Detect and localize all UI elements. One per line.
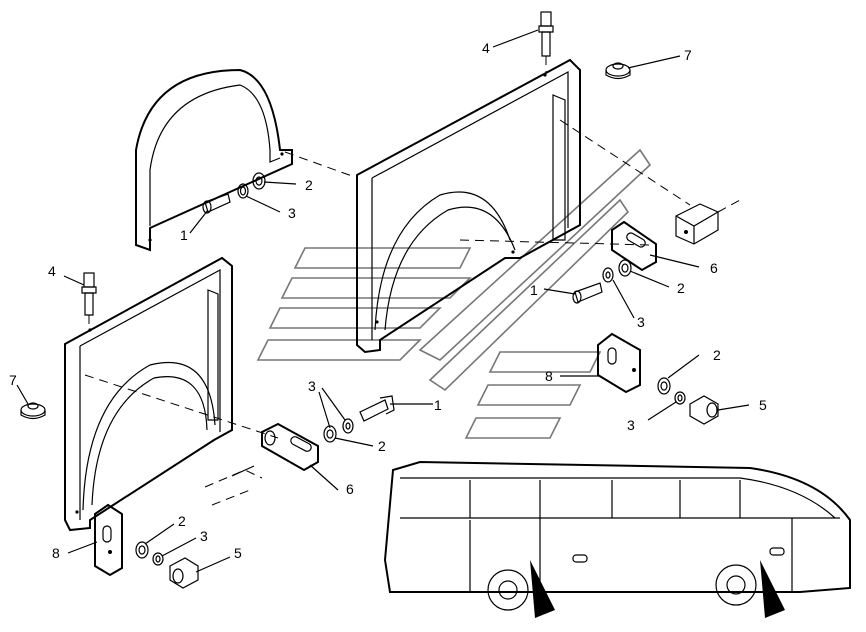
mudguard-panel-lower: [64, 256, 233, 532]
callout-6-upper: 6: [710, 260, 718, 276]
axis-line: [284, 151, 353, 177]
callout-3-right: 3: [627, 417, 635, 433]
socket-screw-right: [689, 395, 719, 425]
callout-2-right: 2: [713, 347, 721, 363]
axis-line: [559, 119, 691, 206]
bolt-lower: [359, 395, 395, 422]
callout-3-upper: 3: [288, 205, 296, 221]
cap-nut-lower: [20, 402, 46, 420]
stud-upper: [538, 11, 554, 74]
callout-1-middle: 1: [530, 282, 538, 298]
callout-1-upper: 1: [180, 227, 188, 243]
callout-2-lower: 2: [378, 438, 386, 454]
arch-bracket-upper: [135, 68, 293, 252]
callout-2-lower-left: 2: [178, 513, 186, 529]
axis-line: [84, 374, 279, 439]
callout-1-lower: 1: [434, 397, 442, 413]
callout-6-lower: 6: [346, 481, 354, 497]
tube-end-lower: [204, 465, 263, 506]
callout-7-upper: 7: [684, 47, 692, 63]
slotted-bracket-upper: [611, 220, 657, 272]
angle-bracket-right: [597, 332, 641, 394]
bolt-upper: [202, 193, 231, 214]
callout-4-upper: 4: [482, 40, 490, 56]
callout-3-lower-left: 3: [200, 528, 208, 544]
mudguard-panel-upper: [356, 58, 581, 354]
bus-illustration: [383, 460, 851, 618]
callout-7-lower: 7: [9, 372, 17, 388]
leader-lines: [16, 29, 750, 573]
callout-8-lower: 8: [52, 545, 60, 561]
watermark-logo: [256, 148, 652, 439]
washers-lower-left: [135, 541, 164, 566]
callout-5-right: 5: [759, 397, 767, 413]
callout-numbers: 1 2 3 4 7 1 2 3 6 2 8 3 5 4 7 3 1 2 6 2 …: [9, 40, 767, 561]
callout-5-lower: 5: [234, 545, 242, 561]
bolt-middle: [572, 282, 603, 304]
angle-bracket-lower: [94, 503, 123, 577]
stud-lower: [81, 272, 97, 332]
axis-line: [717, 199, 741, 213]
washers-right: [657, 377, 686, 405]
cap-nut-upper: [605, 62, 631, 80]
callout-3-lower: 3: [308, 378, 316, 394]
washers-upper: [237, 172, 266, 199]
callout-3-middle: 3: [637, 314, 645, 330]
axis-line: [459, 239, 651, 246]
callout-2-middle: 2: [677, 280, 685, 296]
washers-middle: [602, 259, 632, 283]
tube-end-upper: [675, 203, 719, 245]
callout-4-lower: 4: [48, 263, 56, 279]
callout-2-upper: 2: [305, 177, 313, 193]
callout-8-right: 8: [545, 368, 553, 384]
socket-screw-lower: [169, 557, 199, 589]
slotted-bracket-lower: [261, 422, 319, 472]
